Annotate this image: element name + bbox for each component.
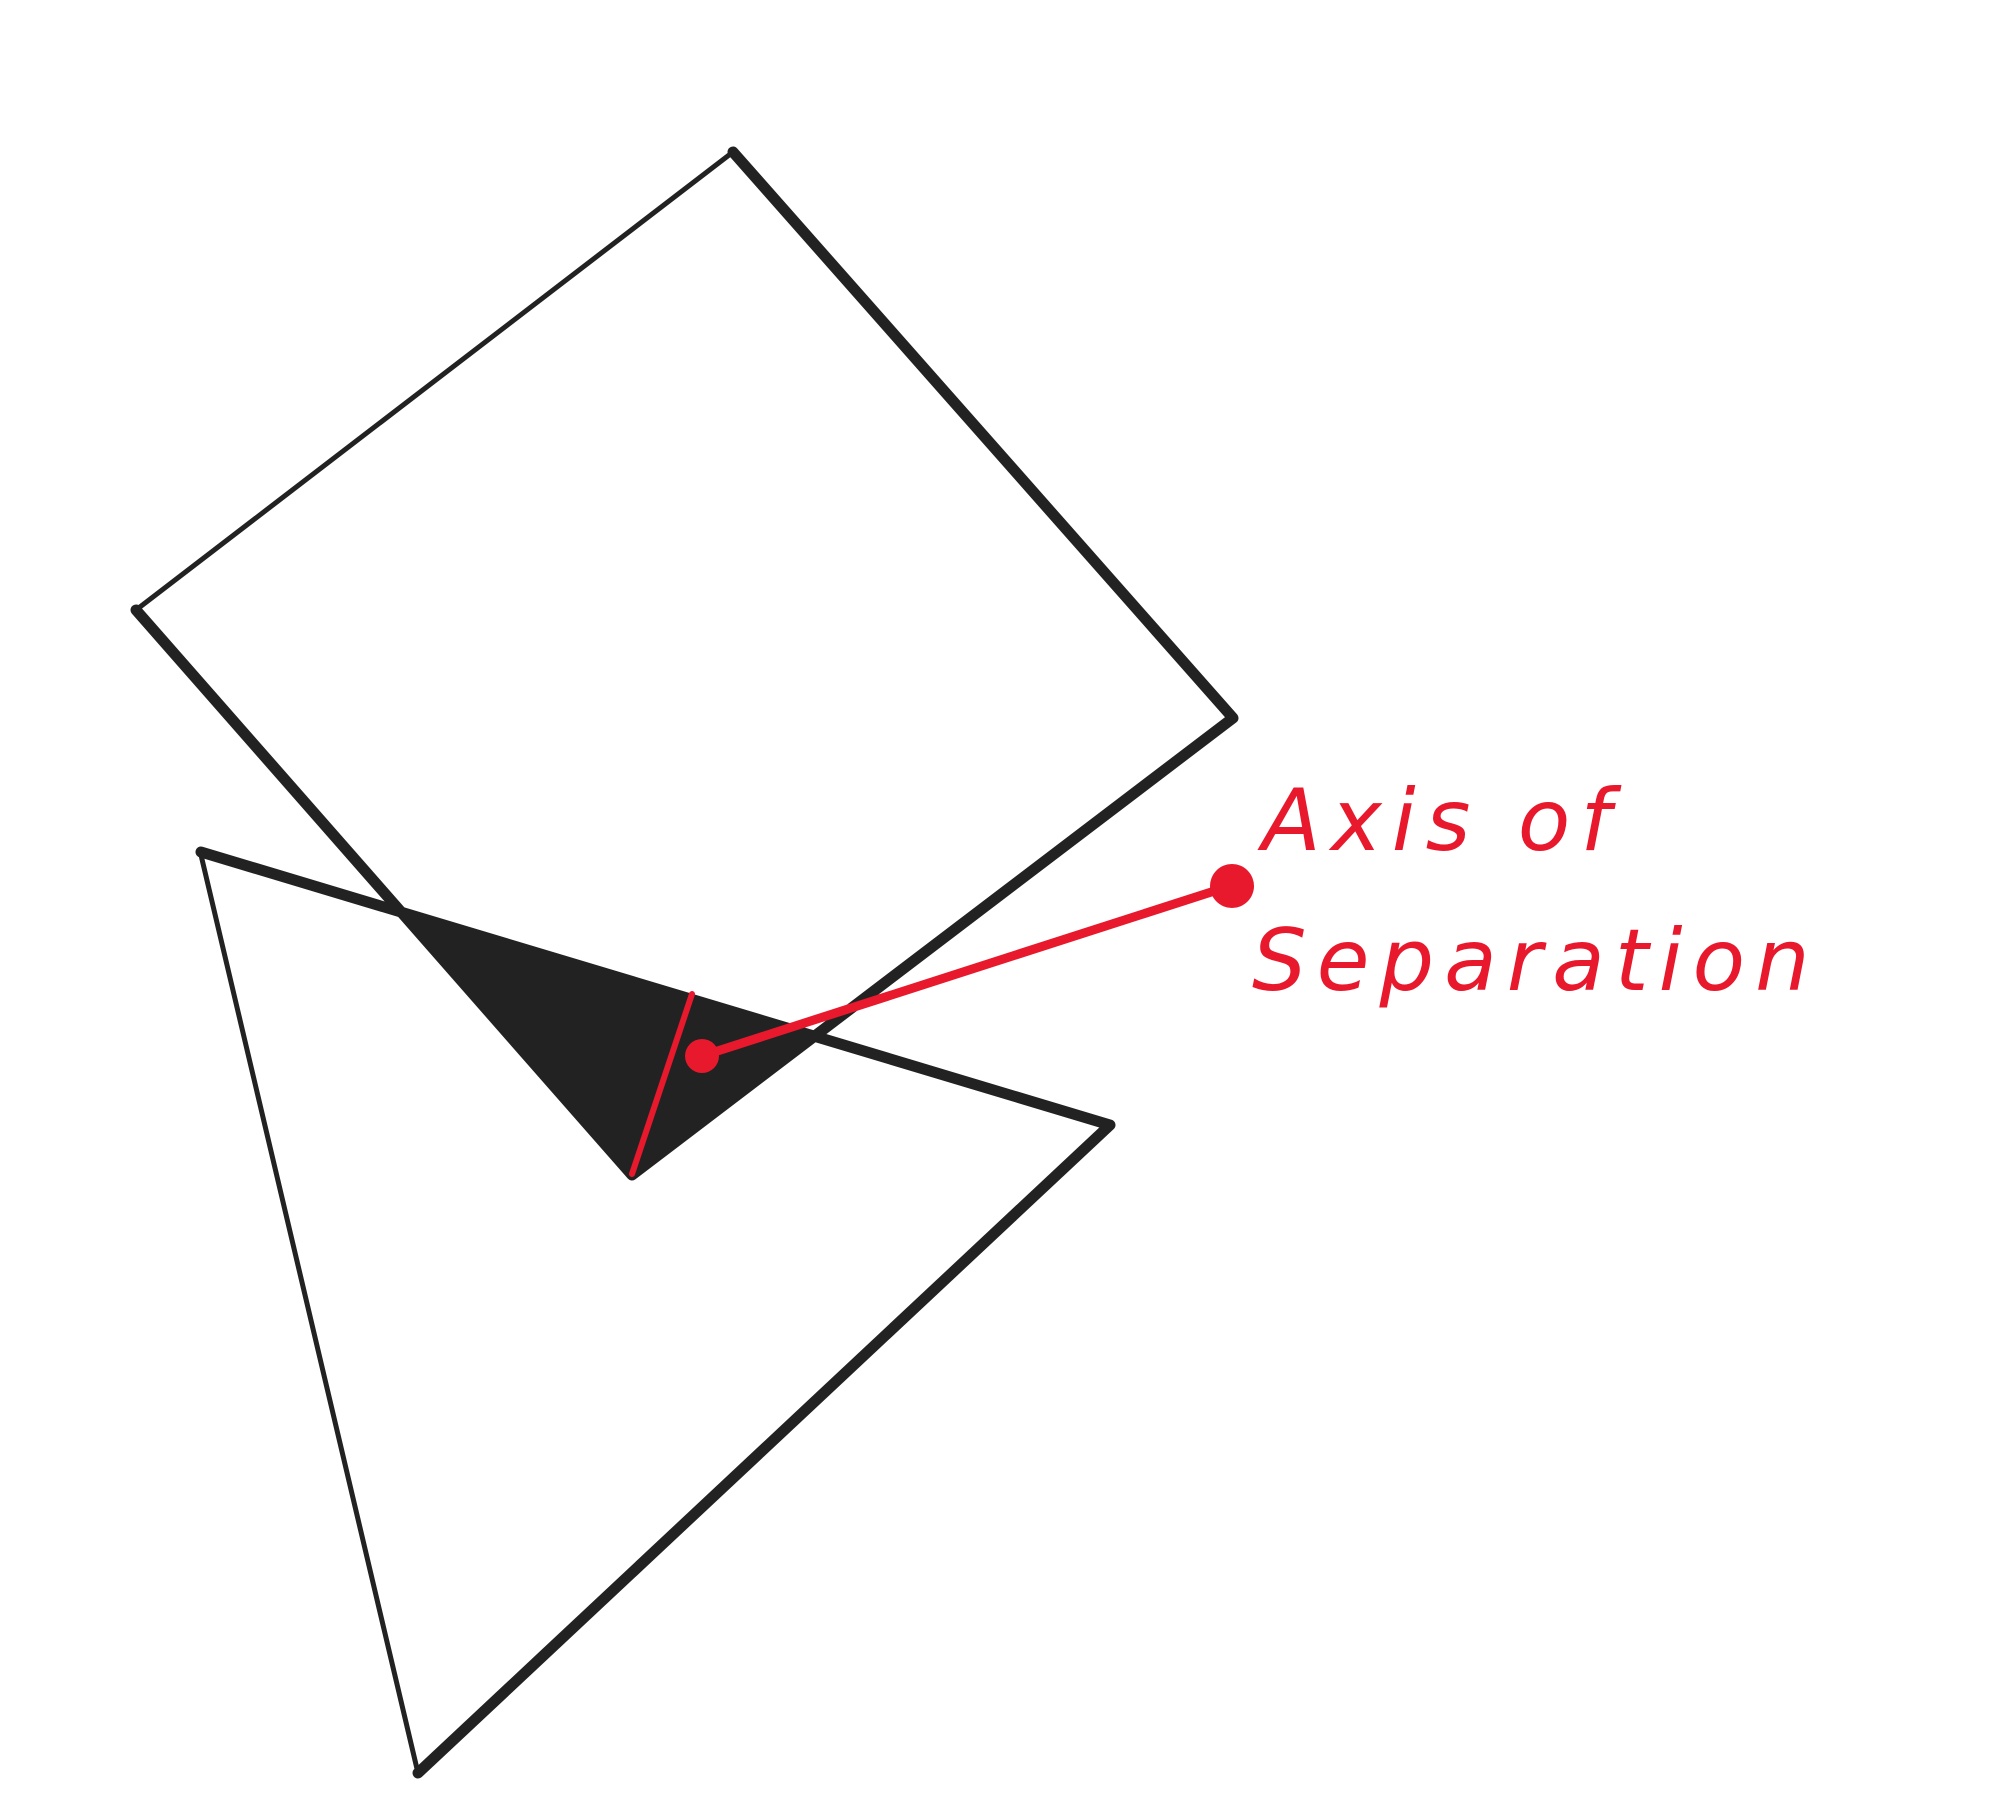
annotation-line-1: Axis of <box>1257 771 1622 871</box>
rotated-square <box>130 146 1239 1181</box>
separation-axis <box>629 864 1254 1177</box>
triangle-edge-left <box>198 852 421 1776</box>
annotation-line-2: Separation <box>1252 911 1820 1011</box>
square-edges-main <box>130 146 1239 1181</box>
axis-pointer-line <box>697 881 1235 1061</box>
axis-pointer-dot-end <box>1210 864 1254 908</box>
square-edge-top-left <box>133 149 736 613</box>
triangle <box>195 846 1116 1779</box>
overlap-region <box>402 913 816 1177</box>
separation-line-short <box>629 991 695 1177</box>
triangle-edges-main <box>195 846 1116 1779</box>
axis-pointer-dot-start <box>685 1039 719 1073</box>
